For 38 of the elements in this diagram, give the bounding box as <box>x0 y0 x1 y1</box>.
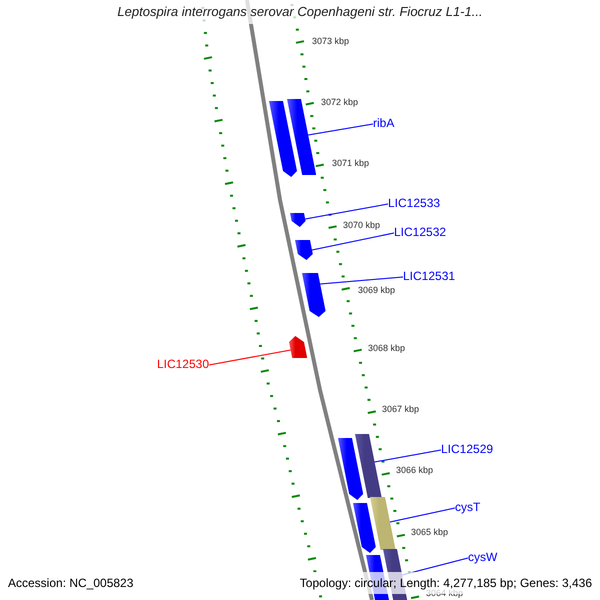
gene-label: cysT <box>455 500 480 515</box>
leader-line <box>308 124 374 136</box>
leader-line <box>374 450 442 462</box>
scale-label: 3066 kbp <box>396 465 434 476</box>
gene-label: ribA <box>373 116 394 131</box>
scale-label: 3073 kbp <box>312 36 350 47</box>
gene-bar <box>295 240 313 260</box>
scale-label: 3069 kbp <box>358 285 396 296</box>
scale-label: 3067 kbp <box>382 404 420 415</box>
gene-label: LIC12531 <box>403 269 456 284</box>
gene-label: cysW <box>468 550 498 565</box>
scale-label: 3071 kbp <box>332 158 370 169</box>
gene-bar <box>290 213 306 227</box>
gene-label: LIC12533 <box>388 196 440 211</box>
diagram-title: Leptospira interrogans serovar Copenhageni str. Fiocruz L1-1... <box>117 3 483 22</box>
scale-label: 3070 kbp <box>343 220 380 231</box>
gene-bar <box>289 336 308 358</box>
gene-bar <box>269 101 297 177</box>
gene-label: LIC12529 <box>441 442 494 457</box>
gene-bar <box>355 434 382 498</box>
gene-bar <box>287 99 316 175</box>
gene-label: LIC12530 <box>156 357 209 372</box>
gene-bar <box>370 497 396 550</box>
scale-label: 3065 kbp <box>411 527 448 538</box>
gene-bar <box>353 503 376 553</box>
leader-line <box>304 204 388 220</box>
scale-label: 3072 kbp <box>321 97 358 108</box>
gene-bar <box>302 273 326 317</box>
leader-line <box>390 508 456 522</box>
footer-text: Topology: circular; Length: 4,277,185 bp; Genes: 3,436 <box>300 575 592 590</box>
gene-label: LIC12532 <box>394 225 446 240</box>
leader-line <box>208 350 292 366</box>
scale-label: 3068 kbp <box>368 343 406 354</box>
leader-line <box>320 276 404 284</box>
scale-label: 3064 kbp <box>426 588 464 599</box>
gene-bar <box>338 438 364 500</box>
leader-line <box>312 232 394 250</box>
footer-text: Accession: NC_005823 <box>8 575 134 592</box>
